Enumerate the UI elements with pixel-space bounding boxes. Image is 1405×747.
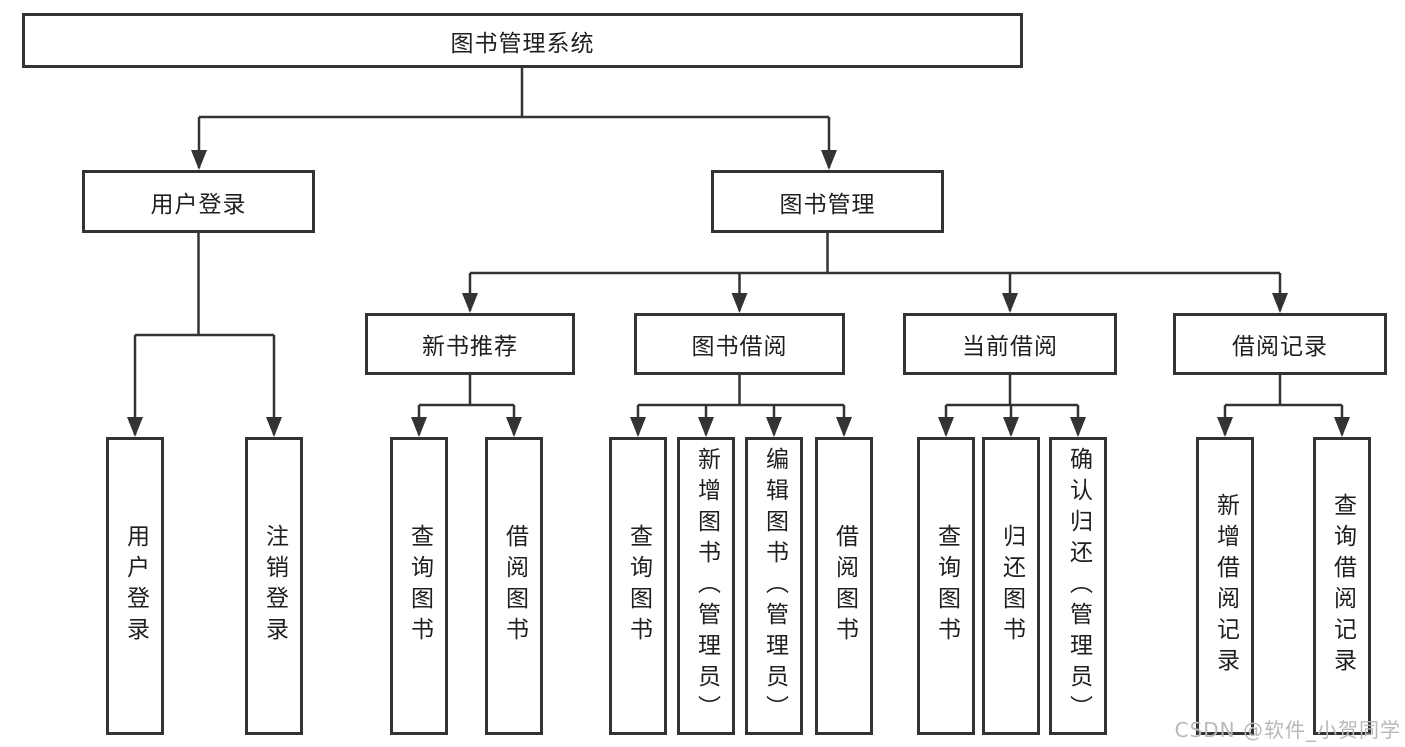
leaf-query-book-1-label: 查询图书 <box>406 524 433 648</box>
csdn-watermark: CSDN @软件_小贺同学 <box>1174 718 1401 742</box>
node-book-borrow-label: 图书借阅 <box>691 334 788 360</box>
node-user-login-label: 用户登录 <box>150 191 247 218</box>
leaf-logout: 注销登录 <box>245 437 303 735</box>
leaf-return-book-label: 归还图书 <box>998 524 1025 648</box>
leaf-borrow-book-1-label: 借阅图书 <box>501 524 528 648</box>
leaf-edit-book-admin-label: 编辑图书（管理员） <box>761 446 788 726</box>
leaf-query-borrow-record-label: 查询借阅记录 <box>1329 493 1356 679</box>
leaf-borrow-book-1: 借阅图书 <box>485 437 543 735</box>
arrowheads <box>127 150 1350 437</box>
node-book-borrow: 图书借阅 <box>634 313 845 375</box>
leaf-query-borrow-record: 查询借阅记录 <box>1313 437 1371 735</box>
node-root: 图书管理系统 <box>22 13 1023 68</box>
node-borrow-record-label: 借阅记录 <box>1232 334 1328 360</box>
leaf-query-book-3-label: 查询图书 <box>933 524 960 648</box>
node-user-login: 用户登录 <box>82 170 315 233</box>
leaf-query-book-1: 查询图书 <box>390 437 448 735</box>
leaf-add-book-admin: 新增图书（管理员） <box>677 437 735 735</box>
leaf-logout-label: 注销登录 <box>261 524 288 648</box>
node-new-book-recommend-label: 新书推荐 <box>422 334 518 360</box>
leaf-add-borrow-record: 新增借阅记录 <box>1196 437 1254 735</box>
leaf-query-book-2-label: 查询图书 <box>625 524 652 648</box>
leaf-confirm-return-admin: 确认归还（管理员） <box>1049 437 1107 735</box>
node-current-borrow-label: 当前借阅 <box>962 334 1058 360</box>
node-current-borrow: 当前借阅 <box>903 313 1117 375</box>
node-borrow-record: 借阅记录 <box>1173 313 1387 375</box>
leaf-query-book-3: 查询图书 <box>917 437 975 735</box>
leaf-borrow-book-2-label: 借阅图书 <box>831 524 858 648</box>
leaf-add-borrow-record-label: 新增借阅记录 <box>1212 493 1239 679</box>
node-root-label: 图书管理系统 <box>450 30 595 57</box>
node-new-book-recommend: 新书推荐 <box>365 313 575 375</box>
leaf-confirm-return-admin-label: 确认归还（管理员） <box>1065 446 1092 726</box>
leaf-edit-book-admin: 编辑图书（管理员） <box>745 437 803 735</box>
leaf-borrow-book-2: 借阅图书 <box>815 437 873 735</box>
leaf-query-book-2: 查询图书 <box>609 437 667 735</box>
node-book-management-label: 图书管理 <box>779 191 876 218</box>
leaf-user-login-label: 用户登录 <box>122 524 149 648</box>
leaf-user-login: 用户登录 <box>106 437 164 735</box>
leaf-return-book: 归还图书 <box>982 437 1040 735</box>
node-book-management: 图书管理 <box>711 170 944 233</box>
leaf-add-book-admin-label: 新增图书（管理员） <box>693 446 720 726</box>
